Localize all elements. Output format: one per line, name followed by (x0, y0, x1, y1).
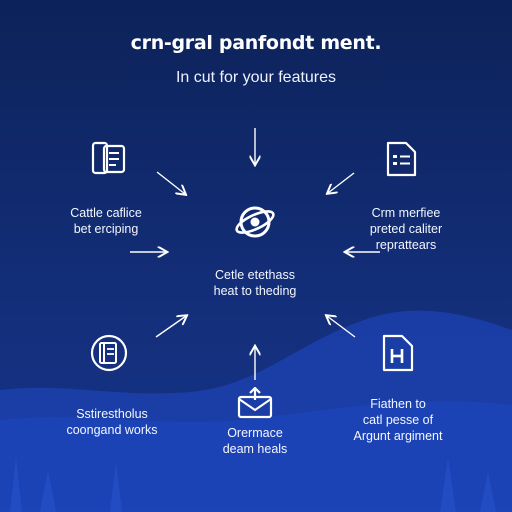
node-bottom-right-label: Fiathen to catl pesse of Argunt argiment (323, 396, 473, 444)
h-document-icon (382, 334, 414, 372)
arrow-lower-right (327, 316, 356, 338)
node-top-right-label: Crm merfiee preted caliter reprattears (331, 205, 481, 253)
list-document-icon (386, 141, 417, 177)
node-bottom-right-line-2: catl pesse of (362, 413, 434, 427)
node-bottom-center-label: Orermace deam heals (180, 425, 330, 457)
node-bottom-left-label: Sstirestholus coongand works (37, 406, 187, 438)
node-bottom-right-line-1: Fiathen to (370, 397, 426, 411)
diagram-title: crn-gral panfondt ment. (130, 32, 382, 54)
arrow-upper-left (156, 171, 185, 194)
node-bottom-center-line-1: Orermace (227, 426, 283, 440)
center-line-1: Cetle etethass (215, 268, 295, 282)
diagram-subtitle: In cut for your features (175, 69, 337, 86)
node-top-left-line-2: bet erciping (73, 222, 139, 236)
center-line-2: heat to theding (213, 284, 297, 298)
envelope-upload-icon (237, 386, 273, 419)
tree-silhouettes (10, 456, 496, 512)
node-bottom-left-line-1: Sstirestholus (76, 407, 148, 421)
node-bottom-right-line-3: Argunt argiment (353, 429, 443, 443)
node-top-right-line-1: Crm merfiee (371, 206, 441, 220)
link-rings-icon (235, 206, 275, 238)
node-top-left-line-1: Cattle caflice (70, 206, 142, 220)
node-top-right-line-2: preted caliter (369, 222, 443, 236)
ledger-circle-icon (90, 334, 128, 372)
node-bottom-center-line-2: deam heals (222, 442, 288, 456)
node-bottom-left-line-2: coongand works (66, 423, 158, 437)
center-node-label: Cetle etethass heat to theding (180, 267, 330, 299)
arrow-lower-left (155, 316, 186, 338)
arrow-upper-right (328, 172, 355, 193)
phone-document-icon (91, 141, 126, 175)
node-top-right-line-3: reprattears (375, 238, 437, 252)
node-top-left-label: Cattle caflice bet erciping (31, 205, 181, 237)
